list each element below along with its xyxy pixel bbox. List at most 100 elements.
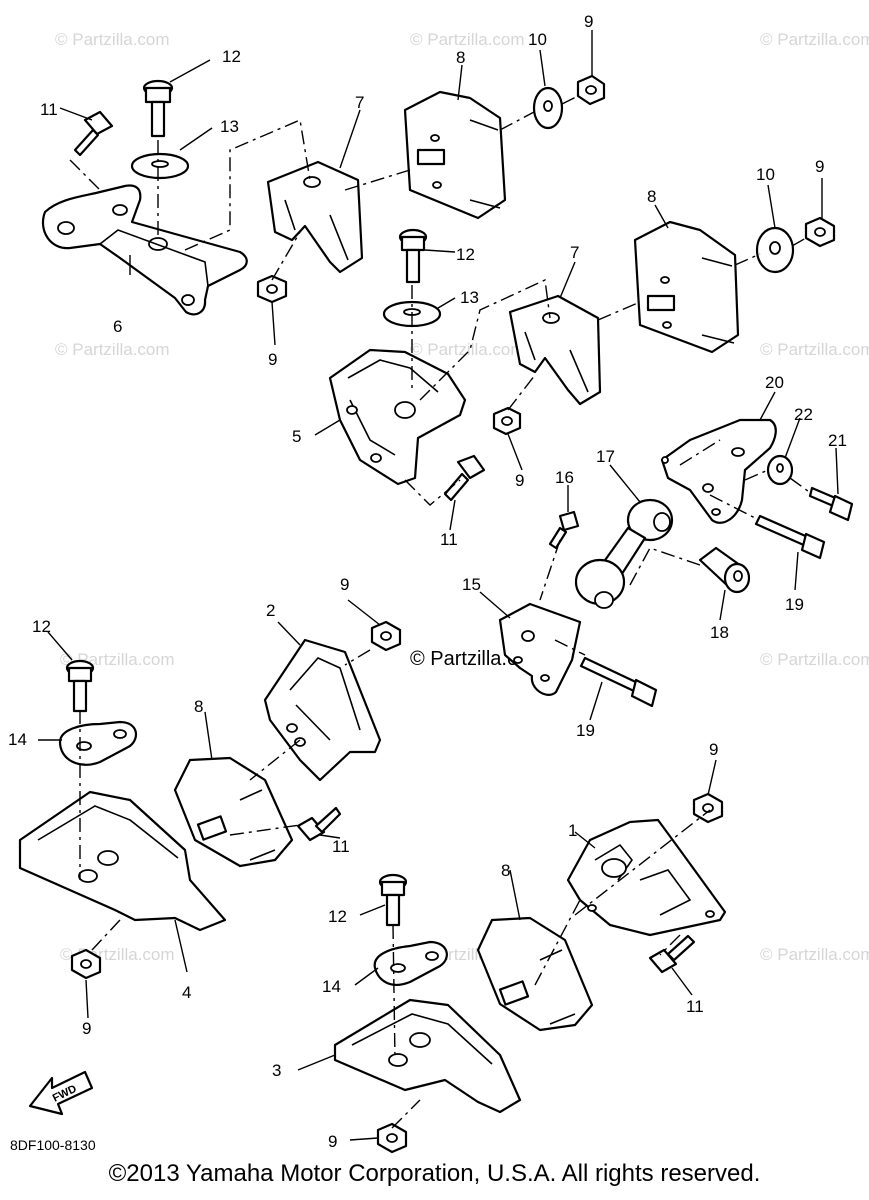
callout-3: 3 [272, 1061, 281, 1080]
part-11-bolt [443, 454, 486, 502]
callout-14: 14 [322, 977, 341, 996]
part-5-bracket [328, 348, 467, 486]
part-10-washer [532, 86, 564, 130]
callout-13: 13 [220, 117, 239, 136]
watermark: © Partzilla.com [410, 340, 525, 359]
part-9-nut [692, 792, 724, 824]
part-3-bracket [333, 998, 522, 1114]
part-20-bracket [660, 418, 777, 524]
callout-19: 19 [576, 721, 595, 740]
part-14-plate [373, 940, 448, 986]
part-9-nut [256, 274, 288, 304]
callout-7: 7 [570, 243, 579, 262]
part-9-nut [804, 216, 836, 248]
part-12-bolt [378, 873, 408, 927]
callout-12: 12 [456, 245, 475, 264]
part-9-nut [576, 74, 606, 106]
callout-12: 12 [328, 907, 347, 926]
part-13-washer [130, 152, 190, 180]
callout-9: 9 [515, 471, 524, 490]
callout-18: 18 [710, 623, 729, 642]
watermark: © Partzilla.com [55, 30, 170, 49]
part-9-nut [492, 406, 522, 436]
callout-1: 1 [568, 821, 577, 840]
callout-13: 13 [460, 288, 479, 307]
part-9-nut [370, 620, 402, 652]
callout-22: 22 [794, 405, 813, 424]
part-21-bolt [808, 486, 854, 522]
leader-lines [38, 30, 839, 1141]
part-12-bolt [398, 228, 428, 284]
callout-10: 10 [756, 165, 775, 184]
callout-9: 9 [815, 157, 824, 176]
callout-6: 6 [113, 317, 122, 336]
callout-11: 11 [40, 100, 58, 119]
watermark: © Partzilla.com [760, 945, 869, 964]
callout-11: 11 [440, 530, 458, 549]
part-2-bracket [263, 638, 382, 782]
callout-4: 4 [182, 983, 191, 1002]
callout-5: 5 [292, 427, 301, 446]
watermark: © Partzilla.com [410, 30, 525, 49]
callout-21: 21 [828, 431, 847, 450]
part-9-nut [376, 1122, 408, 1154]
part-8-damper [403, 90, 507, 220]
watermark: © Partzilla.com [55, 340, 170, 359]
callout-17: 17 [596, 447, 615, 466]
part-7-stopper [266, 160, 364, 274]
part-17-link-rod [574, 498, 674, 609]
callout-11: 11 [332, 837, 350, 856]
part-8-damper [476, 916, 594, 1032]
part-14-plate [58, 720, 138, 766]
part-10-washer [755, 226, 795, 274]
part-15-bracket [498, 602, 582, 696]
part-18-bushing [698, 546, 751, 594]
callout-12: 12 [222, 47, 241, 66]
callout-2: 2 [266, 601, 275, 620]
callout-8: 8 [501, 861, 510, 880]
part-22-washer [766, 454, 794, 486]
part-9-nut [70, 948, 102, 980]
part-7-stopper [508, 294, 602, 406]
callout-10: 10 [528, 30, 547, 49]
callout-14: 14 [8, 730, 27, 749]
diagram-code: 8DF100-8130 [10, 1137, 96, 1153]
callout-9: 9 [709, 740, 718, 759]
callout-8: 8 [194, 697, 203, 716]
callout-8: 8 [456, 48, 465, 67]
part-19-bolt [754, 514, 826, 560]
watermark: © Partzilla.com [760, 340, 869, 359]
callout-16: 16 [555, 468, 574, 487]
callout-9: 9 [268, 350, 277, 369]
callout-9: 9 [82, 1019, 91, 1038]
callout-labels: 11 12 13 6 7 8 10 9 9 12 13 7 8 10 9 5 9… [8, 12, 847, 1151]
callout-9: 9 [328, 1132, 337, 1151]
part-8-damper [633, 220, 740, 354]
part-6-bracket [42, 184, 248, 316]
part-16-bolt [548, 510, 580, 550]
callout-9: 9 [584, 12, 593, 31]
callout-15: 15 [462, 575, 481, 594]
forward-arrow-icon: FWD [28, 1070, 94, 1116]
callout-8: 8 [647, 187, 656, 206]
callout-11: 11 [686, 997, 704, 1016]
part-4-bracket [18, 790, 227, 932]
part-11-bolt [296, 806, 342, 842]
callout-20: 20 [765, 373, 784, 392]
callout-12: 12 [32, 617, 51, 636]
part-12-bolt [65, 659, 95, 713]
callout-9: 9 [340, 575, 349, 594]
alignment-lines [69, 95, 813, 1129]
watermark: © Partzilla.com [760, 650, 869, 669]
part-11-bolt [648, 934, 696, 974]
copyright-notice: ©2013 Yamaha Motor Corporation, U.S.A. A… [108, 1160, 761, 1187]
part-8-damper [173, 756, 294, 868]
part-11-bolt [73, 110, 114, 157]
watermark: © Partzilla.com [760, 30, 869, 49]
callout-7: 7 [355, 93, 364, 112]
callout-19: 19 [785, 595, 804, 614]
part-12-bolt [142, 79, 174, 138]
part-19-bolt [579, 656, 658, 708]
